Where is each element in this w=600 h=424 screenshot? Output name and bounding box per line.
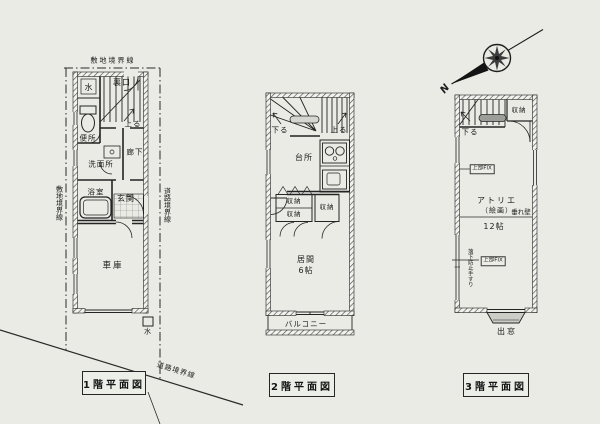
- garage-door: [85, 309, 132, 313]
- floor1-stairs: [99, 76, 144, 129]
- floor2-stairs: [270, 97, 348, 137]
- f1-water-meter-label: 水: [144, 327, 152, 336]
- leader-lines: [452, 168, 479, 261]
- water-meter-box: [142, 316, 154, 327]
- compass-rose: [451, 29, 544, 85]
- stove: [322, 142, 347, 164]
- bay-window: [486, 309, 526, 324]
- f1-washroom-label: 洗面所: [88, 159, 114, 169]
- balcony: [265, 315, 355, 336]
- f2-balcony-label: バルコニー: [284, 319, 328, 329]
- floor1-partitions: [77, 76, 144, 225]
- floor3-walls: [454, 94, 538, 313]
- bathtub: [79, 196, 112, 219]
- f3-caption: 3階平面図: [463, 373, 529, 397]
- road-boundary-line: [0, 329, 244, 406]
- floor1-windows: [72, 112, 78, 294]
- floor1-plan: [72, 71, 154, 327]
- floor2-plan: [265, 92, 355, 336]
- toilet-tank: [79, 105, 97, 115]
- f2-storage2-label: 収納: [286, 209, 302, 218]
- f1-bathroom-label: 浴室: [87, 187, 105, 197]
- road-boundary-right-label: 道路境界線: [163, 187, 172, 223]
- f1-water-heater-label: 水: [84, 83, 94, 92]
- f3-storage-label: 収納: [511, 105, 527, 114]
- sink: [322, 169, 347, 190]
- f3-handrail-label: 落下防止手すり: [466, 248, 473, 288]
- f2-storage3-label: 収納: [319, 202, 335, 211]
- f3-upper-fix1-label: 上部FIX: [469, 164, 495, 174]
- toilet-bowl: [81, 113, 95, 133]
- stair-handrail: [289, 115, 320, 124]
- f2-living-label: 居間: [297, 255, 315, 264]
- f2-living-size-label: 6帖: [298, 266, 314, 275]
- site-boundary-lines: [0, 67, 244, 424]
- floor2-closets: [275, 185, 350, 222]
- f2-storage1-label: 収納: [286, 196, 302, 205]
- f3-atelier-label: アトリエ: [477, 196, 517, 205]
- f2-stairs-up-label: 上る: [330, 125, 348, 135]
- f1-entrance-label: 玄関: [117, 194, 135, 203]
- f3-atelier-sub-label: （絵画）: [481, 206, 513, 215]
- f1-back-door-label: 裏口: [113, 78, 131, 87]
- floor2-walls: [265, 92, 355, 316]
- entrance-tile-floor: [113, 193, 144, 219]
- floor1-walls: [72, 71, 149, 314]
- f1-stairs-up-label: 上る: [124, 119, 142, 129]
- balcony-door: [296, 311, 324, 315]
- site-boundary-top-label: 敷地境界線: [90, 56, 136, 65]
- floor3-plan: [452, 94, 538, 324]
- f2-caption: 2階平面図: [269, 373, 335, 397]
- floor2-windows: [265, 150, 271, 268]
- floor2-doors: [270, 197, 340, 239]
- f1-garage-label: 車庫: [102, 260, 124, 271]
- washbasin: [103, 145, 121, 159]
- compass-needle: [451, 62, 489, 84]
- floor3-stairs: [459, 99, 507, 128]
- f3-bay-window-label: 出窓: [497, 327, 517, 336]
- kitchen-counter: [319, 139, 350, 193]
- f3-room-size-label: 12帖: [483, 222, 505, 231]
- f2-kitchen-label: 台所: [295, 153, 313, 162]
- site-boundary-left-label: 敷地境界線: [55, 185, 64, 221]
- f2-stairs-down-label: 下る: [271, 125, 289, 135]
- f1-toilet-label: 便所: [79, 133, 97, 143]
- f3-stairs-down-label: 下る: [461, 127, 479, 137]
- f3-hanging-wall-label: 垂れ壁: [511, 207, 531, 216]
- f3-upper-fix2-label: 上部FIX: [480, 256, 506, 266]
- f1-caption: 1階平面図: [82, 371, 146, 395]
- f1-corridor-label: 廊下: [126, 147, 144, 157]
- floor3-closet: [506, 99, 533, 143]
- floor3-windows: [454, 137, 538, 300]
- stair-handrail: [478, 114, 507, 122]
